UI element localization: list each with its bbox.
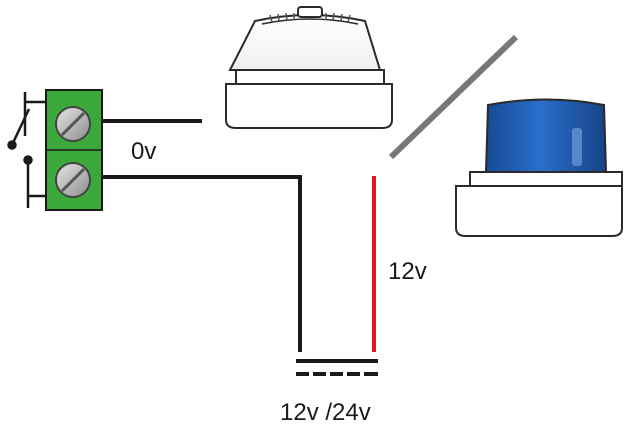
sounder-icon <box>225 6 393 129</box>
dc-supply-symbol <box>296 359 378 376</box>
bridge-wire <box>388 34 519 160</box>
screw-icon <box>55 162 91 198</box>
switch-icon <box>7 92 46 208</box>
beacon-icon <box>455 98 623 237</box>
wire-negative <box>102 175 302 352</box>
terminal-block-icon <box>45 89 103 211</box>
label-12v: 12v <box>388 258 427 285</box>
label-supply-voltage: 12v /24v <box>280 399 371 426</box>
screw-icon <box>55 106 91 142</box>
label-0v: 0v <box>131 138 156 165</box>
